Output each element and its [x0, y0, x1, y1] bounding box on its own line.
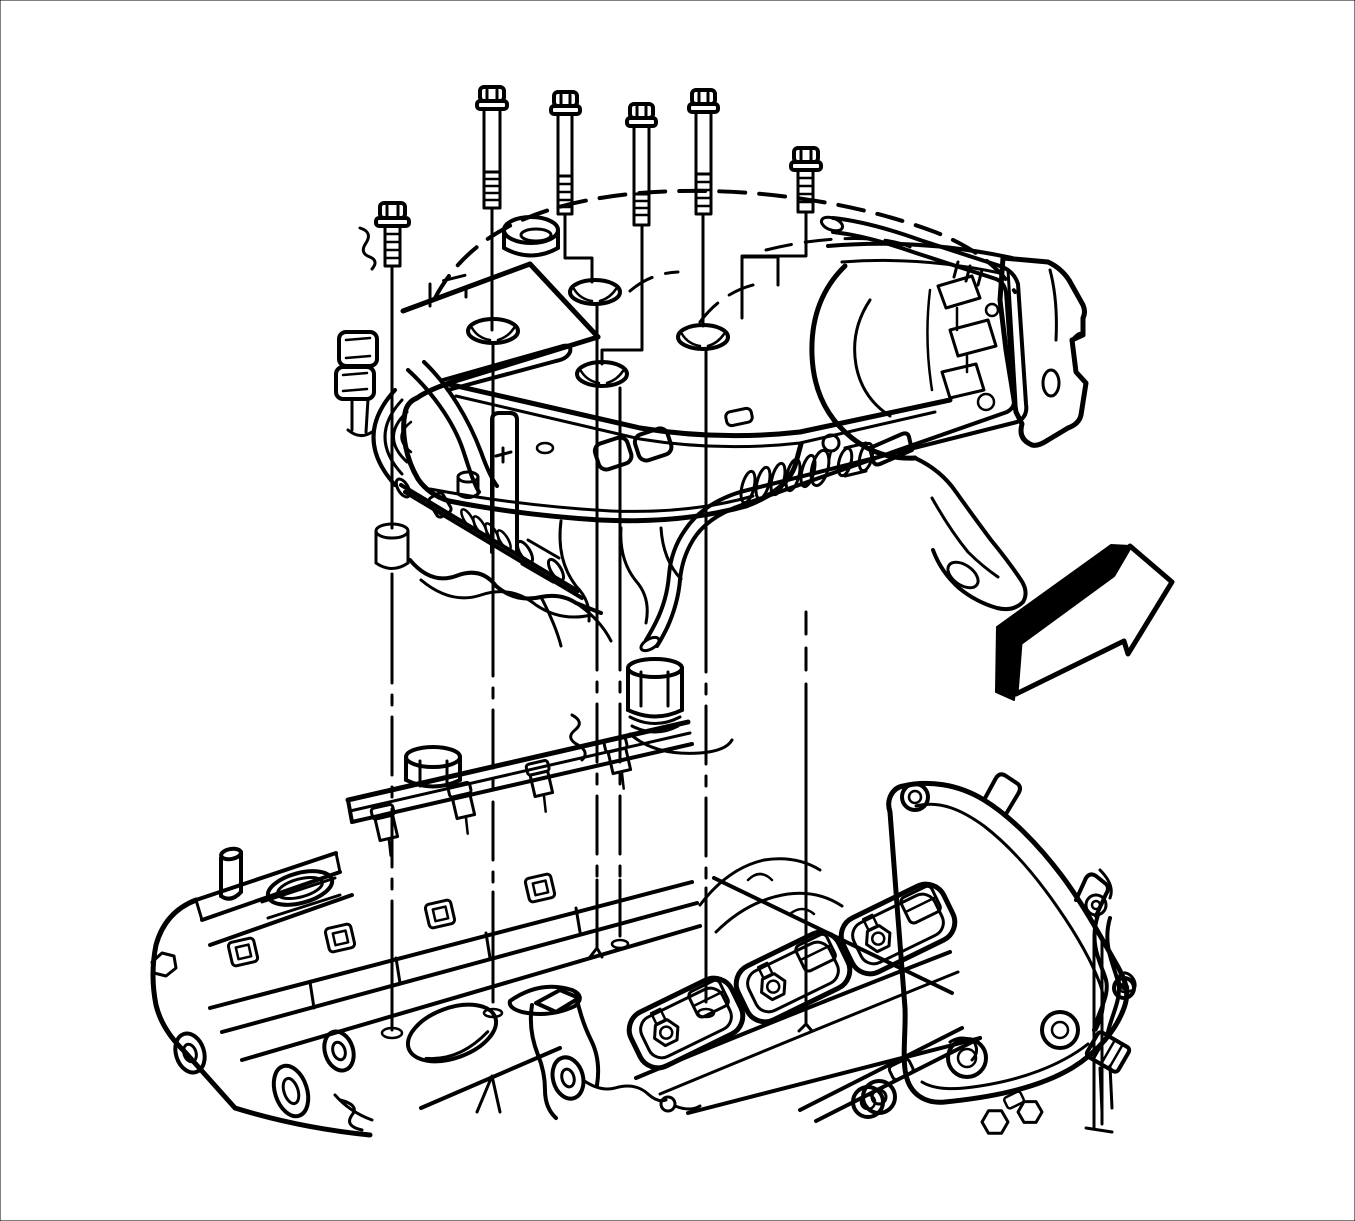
- coil-pod: [626, 975, 746, 1071]
- centerline-1: [374, 264, 410, 1040]
- lower-intake-and-fuel-rail: [150, 719, 702, 1138]
- arrow-side-face: [995, 626, 1021, 701]
- mount-boss: [502, 215, 560, 258]
- direction-arrow-3d: [995, 543, 1175, 701]
- bolt-4: [625, 102, 658, 227]
- breather-hose-elbow: [1084, 868, 1137, 1114]
- bolt-5: [687, 88, 720, 216]
- coil-pod: [838, 881, 958, 977]
- upper-intake-manifold: [334, 215, 953, 648]
- ignition-coil-pods: [626, 881, 1044, 1135]
- coil-pod: [733, 929, 853, 1025]
- vent-tube: [394, 477, 584, 600]
- fuel-pipe-quick-connect: [639, 215, 1029, 653]
- throttle-body-and-cable-bracket: [809, 241, 1089, 612]
- manifold-bolt-holes: [466, 278, 730, 388]
